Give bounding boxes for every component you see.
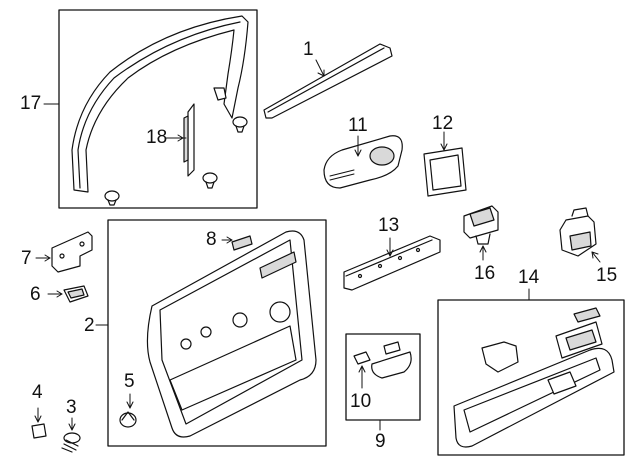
part-13-reinforcement — [343, 235, 441, 291]
callout-8: 8 — [206, 229, 217, 250]
part-15-switch — [559, 207, 601, 263]
part-2-door-panel — [146, 230, 317, 438]
group-box-2 — [107, 219, 327, 447]
part-18-bracket — [164, 103, 195, 177]
callout-11: 11 — [348, 115, 368, 136]
clip-17-upper — [232, 116, 248, 133]
part-3-screw — [61, 417, 81, 453]
callout-14: 14 — [518, 267, 540, 288]
part-14-armrest — [453, 307, 615, 448]
callout-15: 15 — [596, 265, 618, 286]
callout-10: 10 — [350, 391, 372, 412]
part-17-frame-seal — [71, 15, 249, 193]
part-10-components — [353, 341, 412, 389]
callout-5: 5 — [124, 371, 135, 392]
clip-17-middle — [202, 172, 218, 189]
part-12-bezel — [423, 131, 467, 197]
clip-17-lower — [104, 190, 120, 206]
callout-9: 9 — [375, 431, 386, 452]
callout-3: 3 — [66, 397, 77, 418]
callout-6: 6 — [30, 284, 41, 305]
part-6-cap — [47, 285, 89, 303]
group-box-14 — [437, 299, 625, 456]
callout-7: 7 — [21, 248, 32, 269]
callout-12: 12 — [432, 113, 454, 134]
callout-1: 1 — [303, 39, 314, 60]
callout-4: 4 — [32, 382, 43, 403]
leader-lines — [43, 103, 530, 431]
group-box-9 — [345, 333, 421, 421]
part-1-belt-molding — [263, 43, 393, 119]
callout-13: 13 — [378, 215, 400, 236]
callout-18: 18 — [146, 127, 168, 148]
part-11-handle-housing — [323, 135, 403, 189]
part-5-clip — [119, 393, 137, 428]
callout-17: 17 — [20, 93, 42, 114]
part-4-nut — [31, 407, 47, 439]
part-7-bracket — [35, 231, 93, 273]
callout-2: 2 — [84, 315, 95, 336]
callout-16: 16 — [474, 263, 496, 284]
part-16-switch — [463, 205, 499, 261]
group-box-17 — [58, 9, 258, 209]
